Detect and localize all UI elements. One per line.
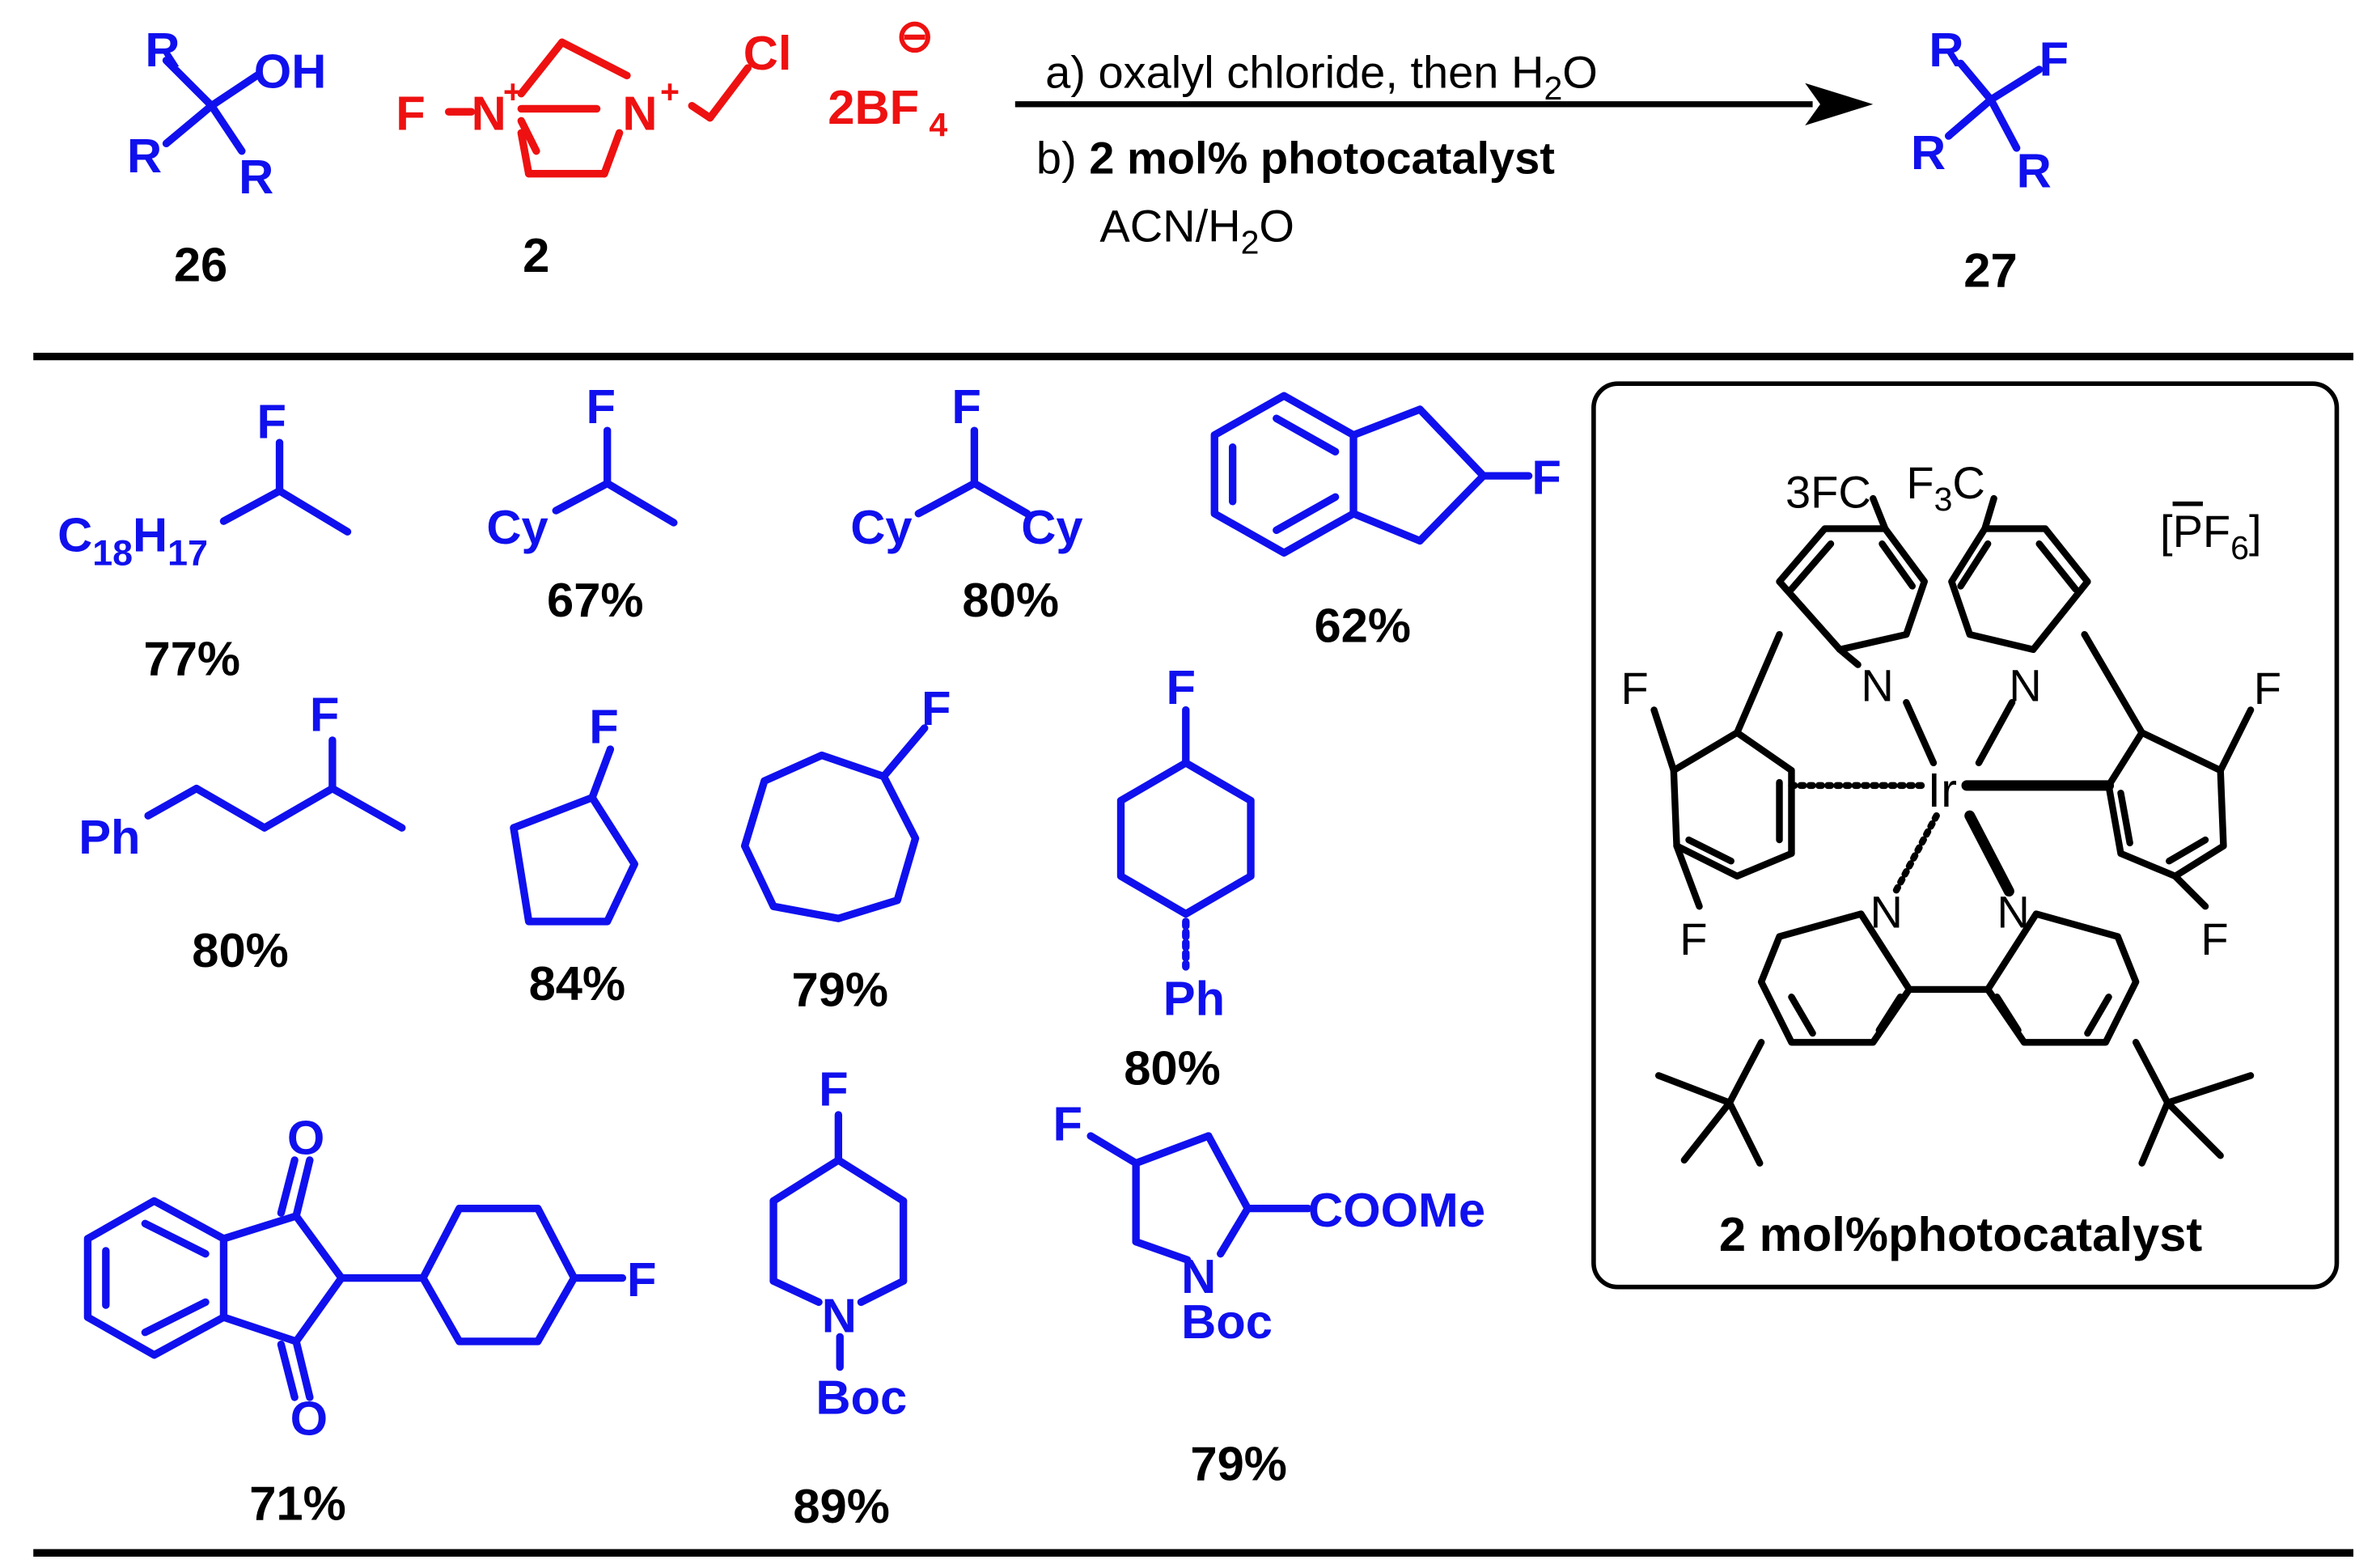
yield-label: 62%	[1314, 598, 1411, 652]
boc-label: Boc	[815, 1371, 907, 1425]
substrate-10-structure	[769, 1111, 908, 1371]
substrate-3-structure	[914, 426, 1031, 518]
substrate-1-structure	[219, 439, 352, 536]
subscript: 4	[929, 106, 947, 143]
compound-number-26: 26	[174, 237, 227, 291]
cyclohexyl-label: Cy	[850, 500, 912, 554]
yield-label: 67%	[547, 573, 644, 627]
condition-step-a: a) oxalyl chloride, then H2O	[1045, 46, 1598, 107]
fluorine-label: F	[1620, 663, 1648, 714]
hexafluorophosphate-label: [PF6]	[2160, 506, 2262, 566]
r-group-label: R	[2017, 144, 2052, 198]
fluorine-label: F	[2039, 32, 2069, 86]
nitrogen-label: N	[622, 87, 657, 141]
chlorine-label: Cl	[743, 26, 792, 80]
compound-number-2: 2	[523, 228, 549, 282]
cyclohexyl-label: Cy	[486, 500, 548, 554]
substrate-5-structure	[144, 736, 406, 832]
yield-label: 84%	[529, 956, 626, 1011]
phenyl-label: Ph	[1163, 972, 1225, 1026]
fluorine-label: F	[819, 1062, 848, 1117]
hydroxyl-label: OH	[254, 44, 327, 98]
product-27	[1944, 59, 2044, 152]
tetrafluoroborate-label: 2BF	[828, 80, 919, 134]
yield-label: 80%	[962, 573, 1059, 627]
fluorine-label: F	[1166, 660, 1196, 714]
substrate-6-structure	[510, 745, 638, 926]
negative-charge-icon: ⊖	[896, 10, 934, 61]
fluorine-label: F	[587, 379, 616, 434]
fluorine-label: F	[1053, 1097, 1082, 1151]
trifluoromethyl-label: 3FC	[1785, 466, 1871, 517]
yield-label: 79%	[1190, 1437, 1287, 1491]
reaction-arrow	[1014, 83, 1874, 125]
fluorine-label: F	[921, 681, 951, 735]
substrate-2-structure	[552, 426, 678, 527]
fluorine-label: F	[310, 688, 340, 742]
condition-solvent: ACN/H2O	[1099, 201, 1294, 261]
compound-number-27: 27	[1963, 244, 2017, 298]
fluorine-label: F	[2200, 913, 2228, 964]
substrate-7-structure	[740, 724, 929, 922]
ester-label: COOMe	[1308, 1183, 1485, 1237]
phenyl-label: Ph	[78, 810, 140, 864]
nitrogen-label: N	[2009, 659, 2041, 710]
yield-label: 89%	[793, 1479, 890, 1533]
nitrogen-label: N	[1861, 659, 1893, 710]
substrate-8-structure	[1116, 706, 1255, 971]
boc-label: Boc	[1181, 1295, 1273, 1349]
iridium-label: Ir	[1927, 763, 1957, 817]
fluorine-label: F	[1531, 451, 1561, 505]
yield-label: 71%	[249, 1476, 346, 1530]
photocatalyst-box	[1591, 381, 2340, 1290]
positive-charge: +	[660, 73, 680, 110]
oxygen-label: O	[287, 1110, 324, 1164]
nitrogen-label: N	[1181, 1249, 1216, 1303]
substrate-11-structure	[1086, 1132, 1312, 1264]
yield-label: 80%	[192, 923, 289, 977]
cyclohexyl-label: Cy	[1021, 500, 1082, 554]
nitrogen-label: N	[472, 87, 506, 141]
fluorine-label: F	[951, 379, 981, 434]
r-group-label: R	[239, 150, 273, 204]
fluorine-label: F	[627, 1252, 657, 1307]
photocatalyst-structure	[1650, 494, 2255, 1167]
fluorine-label: F	[257, 394, 286, 448]
fluorine-label: F	[589, 700, 618, 754]
substrate-9-structure	[83, 1156, 627, 1401]
r-group-label: R	[1911, 125, 1946, 180]
yield-label: 80%	[1124, 1041, 1221, 1095]
fluorine-label: F	[396, 87, 425, 141]
photocatalyst-caption: 2 mol%photocatalyst	[1719, 1207, 2203, 1261]
yield-label: 77%	[144, 632, 241, 686]
reagent-2-structure	[444, 38, 752, 178]
starting-material-26	[162, 57, 261, 155]
yield-label: 79%	[791, 962, 888, 1016]
r-group-label: R	[145, 23, 180, 77]
alkyl-chain-label: C18H17	[57, 507, 208, 573]
nitrogen-label: N	[1997, 886, 2029, 937]
nitrogen-label: N	[822, 1289, 857, 1343]
substrate-4-structure	[1210, 392, 1533, 557]
fluorine-label: F	[2254, 663, 2281, 714]
r-group-label: R	[1929, 23, 1963, 77]
positive-charge: +	[503, 73, 523, 110]
trifluoromethyl-label: F3C	[1906, 457, 1985, 518]
oxygen-label: O	[290, 1392, 328, 1446]
fluorine-label: F	[1679, 913, 1707, 964]
r-group-label: R	[127, 129, 162, 183]
condition-step-b: b) 2 mol% photocatalyst	[1036, 133, 1555, 184]
nitrogen-label: N	[1870, 886, 1903, 937]
